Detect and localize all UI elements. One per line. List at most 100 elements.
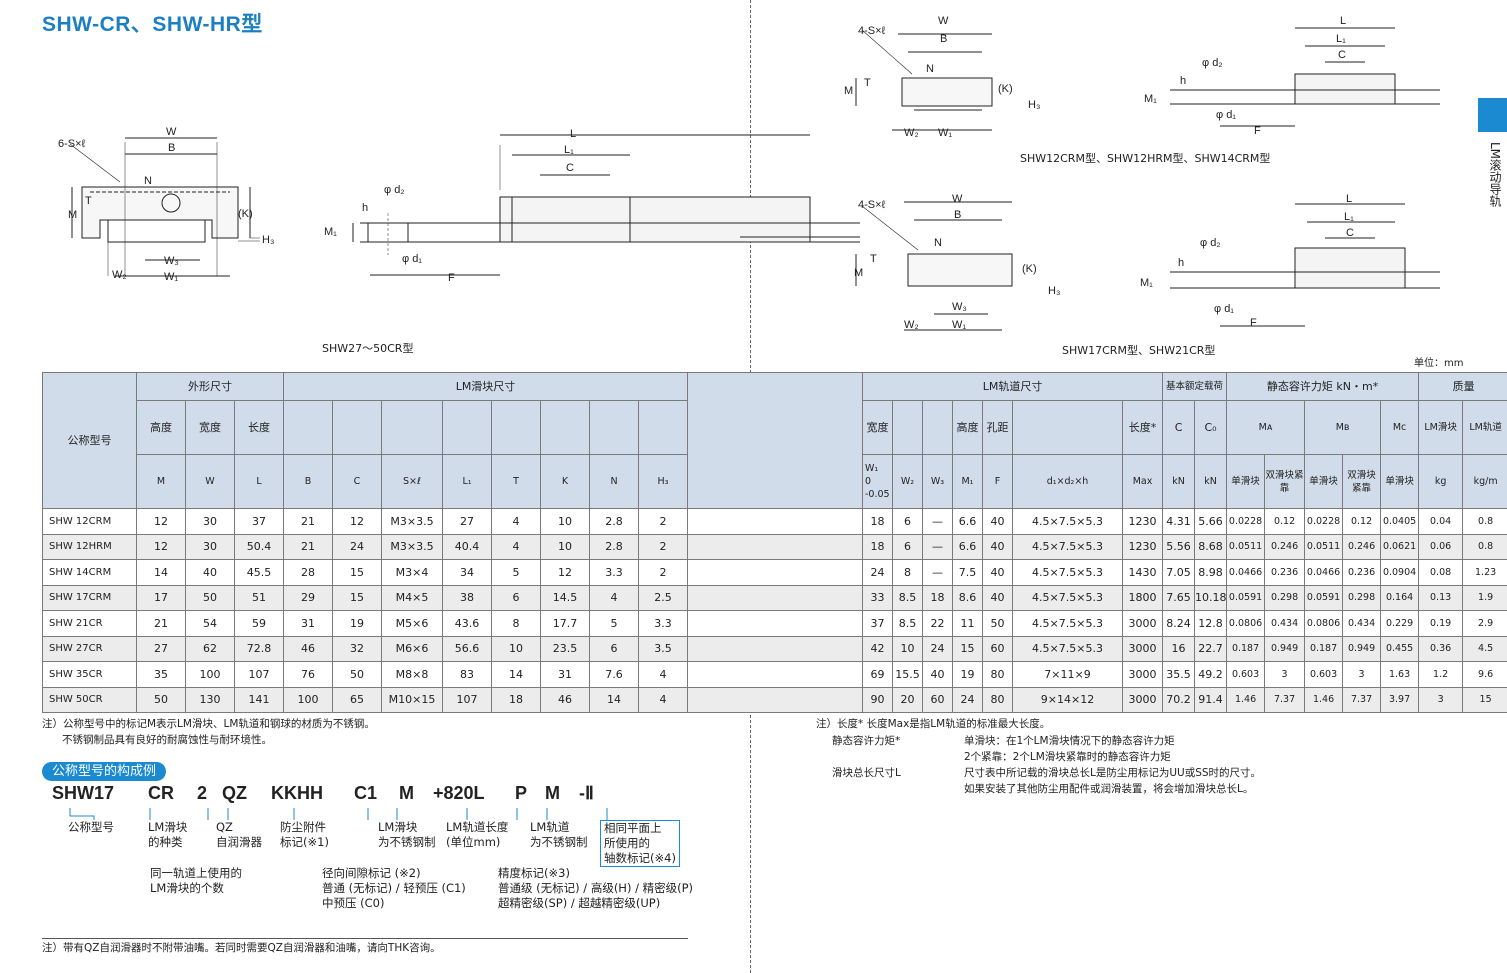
value-cell: 0.08 <box>1418 559 1464 586</box>
model-cell: SHW 12CRM <box>42 508 137 535</box>
value-cell: 30 <box>185 508 235 535</box>
value-cell: 20 <box>892 686 923 713</box>
value-cell: 4.5×7.5×5.3 <box>1012 559 1123 586</box>
value-cell: 3000 <box>1121 610 1164 637</box>
value-cell: 42 <box>862 635 893 662</box>
value-cell: 17 <box>136 584 186 611</box>
value-cell: 0.603 <box>1226 661 1266 688</box>
value-cell: 0.04 <box>1418 508 1464 535</box>
value-cell: — <box>922 559 953 586</box>
dim-B: B <box>168 142 175 154</box>
note-right-label-4: 滑块总长尺寸L <box>832 767 901 779</box>
value-cell: 22.7 <box>1194 635 1228 662</box>
value-cell: 100 <box>185 661 235 688</box>
dim-W3: W₃ <box>164 255 179 267</box>
value-cell: 4 <box>491 533 541 560</box>
value-cell: 0.298 <box>1264 584 1306 611</box>
th-rail-width: 宽度 <box>862 400 893 455</box>
value-cell: 1.46 <box>1226 686 1266 713</box>
th-moment: 静态容许力矩 kN・m* <box>1226 372 1420 401</box>
caption-small-b: SHW17CRM型、SHW21CR型 <box>1062 344 1216 357</box>
value-cell: 40.4 <box>442 533 492 560</box>
dim-d2: φ d₂ <box>384 184 405 196</box>
value-cell: 38 <box>442 584 492 611</box>
value-cell: 40 <box>982 508 1013 535</box>
value-cell: 8.6 <box>952 584 983 611</box>
dim-T-b: T <box>870 253 877 265</box>
value-cell: 8.98 <box>1194 559 1228 586</box>
value-cell: 6.6 <box>952 508 983 535</box>
value-cell: 0.236 <box>1342 559 1382 586</box>
value-cell: 2 <box>638 533 688 560</box>
value-cell: 0.0904 <box>1380 559 1420 586</box>
th-C0: C₀ <box>1194 400 1228 455</box>
code-part: KKHH <box>271 783 323 803</box>
note-right-val-2: 单滑块：在1个LM滑块情况下的静态容许力矩 <box>964 735 1175 747</box>
small-b-front-view-drawing: 4-S×ℓ W B N T M (K) H₃ W₃ W₂ W₁ <box>854 193 1060 331</box>
code-part: +820L <box>433 783 485 803</box>
value-cell: 0.0591 <box>1226 584 1266 611</box>
th-mass: 质量 <box>1418 372 1507 401</box>
value-cell: 21 <box>283 533 333 560</box>
value-cell: 19 <box>332 610 382 637</box>
dim-K: (K) <box>238 208 253 220</box>
value-cell: 59 <box>234 610 284 637</box>
gap-cell <box>687 635 863 662</box>
value-cell: 12 <box>540 559 590 586</box>
value-cell: 4.5 <box>1462 635 1507 662</box>
value-cell: 0.434 <box>1264 610 1306 637</box>
value-cell: 0.12 <box>1342 508 1382 535</box>
model-cell: SHW 12HRM <box>42 533 137 560</box>
value-cell: 0.0511 <box>1304 533 1344 560</box>
value-cell: 18 <box>491 686 541 713</box>
value-cell: M10×15 <box>381 686 443 713</box>
value-cell: 21 <box>136 610 186 637</box>
unit-label: 单位：mm <box>1414 358 1464 369</box>
dim-d1-b: φ d₁ <box>1214 303 1234 315</box>
value-cell: 1230 <box>1121 533 1164 560</box>
note-right-val-3: 2个紧靠：2个LM滑块紧靠时的静态容许力矩 <box>964 751 1171 763</box>
value-cell: 0.0228 <box>1304 508 1344 535</box>
value-cell: 3 <box>1264 661 1306 688</box>
gap-cell <box>687 559 863 586</box>
value-cell: 10 <box>892 635 923 662</box>
value-cell: 10 <box>540 533 590 560</box>
value-cell: 0.0806 <box>1304 610 1344 637</box>
value-cell: 0.0511 <box>1226 533 1266 560</box>
model-cell: SHW 50CR <box>42 686 137 713</box>
dim-N-b: N <box>934 237 942 249</box>
value-cell: M3×3.5 <box>381 508 443 535</box>
th-MA: Mᴀ <box>1226 400 1306 455</box>
value-cell: 28 <box>283 559 333 586</box>
value-cell: M3×3.5 <box>381 533 443 560</box>
value-cell: 43.6 <box>442 610 492 637</box>
value-cell: 1800 <box>1121 584 1164 611</box>
code-part: M <box>399 783 414 803</box>
dim-C-b: C <box>1346 227 1354 239</box>
model-cell: SHW 21CR <box>42 610 137 637</box>
dim-h-b: h <box>1178 257 1184 269</box>
section-tab-marker <box>1478 98 1507 132</box>
th-C: C <box>1162 400 1196 455</box>
dim-F-a: F <box>1254 125 1261 137</box>
value-cell: 49.2 <box>1194 661 1228 688</box>
value-cell: 107 <box>234 661 284 688</box>
dim-L1-a: L₁ <box>1336 33 1346 45</box>
dim-W-b: W <box>952 193 963 205</box>
dim-H3-a: H₃ <box>1028 99 1040 111</box>
value-cell: 6.6 <box>952 533 983 560</box>
th-model: 公称型号 <box>42 372 137 509</box>
value-cell: 54 <box>185 610 235 637</box>
value-cell: 24 <box>952 686 983 713</box>
dim-d1-a: φ d₁ <box>1216 109 1236 121</box>
value-cell: 0.164 <box>1380 584 1420 611</box>
value-cell: 7.37 <box>1264 686 1306 713</box>
value-cell: 69 <box>862 661 893 688</box>
code-part: P <box>515 783 528 803</box>
value-cell: 24 <box>862 559 893 586</box>
caption-small-a: SHW12CRM型、SHW12HRM型、SHW14CRM型 <box>1020 152 1271 165</box>
value-cell: 1230 <box>1121 508 1164 535</box>
value-cell: 50 <box>185 584 235 611</box>
value-cell: 5 <box>491 559 541 586</box>
